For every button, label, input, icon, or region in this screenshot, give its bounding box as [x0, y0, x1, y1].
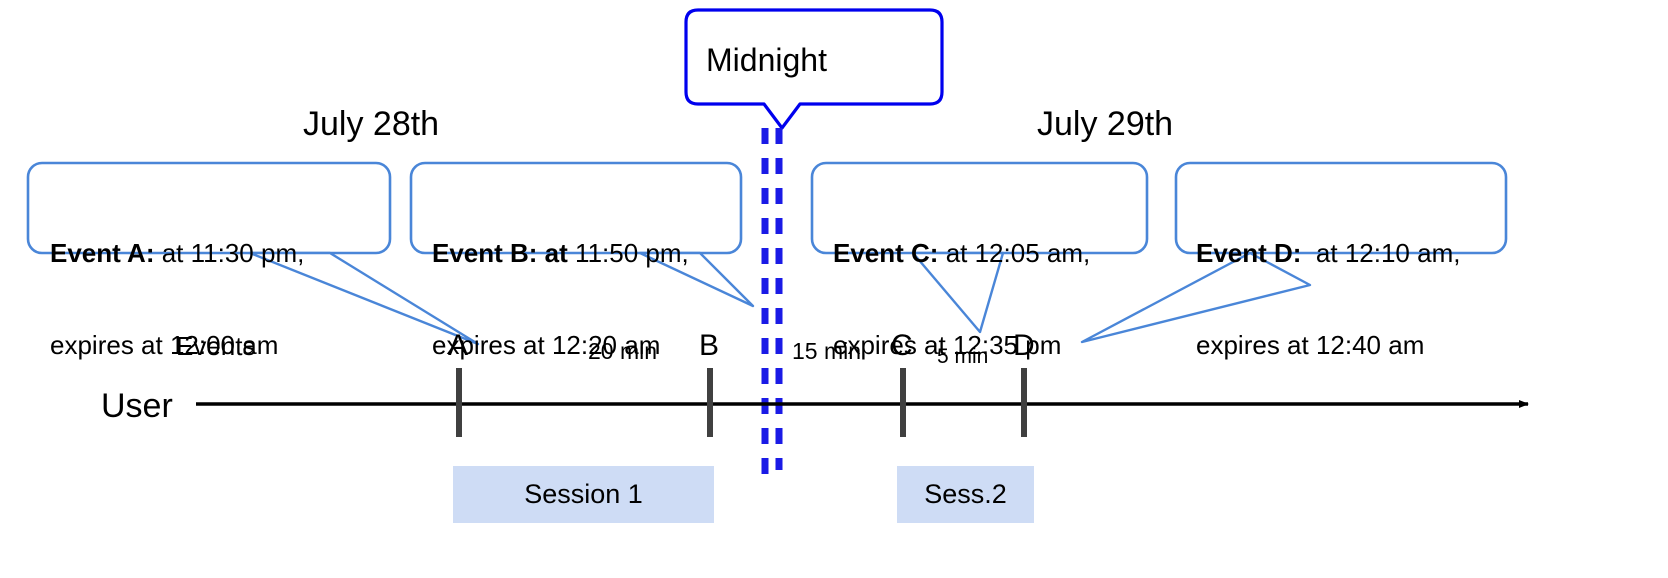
event-c-callout-text: Event C: at 12:05 am, expires at 12:35 p… — [833, 177, 1090, 422]
midnight-label: Midnight — [706, 42, 827, 78]
event-b-line1-rest: 11:50 pm, — [567, 238, 689, 269]
event-c-bold: Event C: — [833, 238, 939, 269]
event-c-callout-tail — [911, 251, 1005, 334]
event-c-line2: expires at 12:35 pm — [833, 330, 1062, 361]
event-b-callout-tail — [638, 251, 755, 308]
event-c-line1-rest: at 12:05 am, — [938, 238, 1091, 269]
event-d-line2: expires at 12:40 am — [1196, 330, 1425, 361]
tick-label-b: B — [699, 329, 720, 362]
gap-label-c-d: 5 min — [937, 345, 989, 368]
row-label-user: User — [101, 387, 173, 425]
session-box-2-label: Sess.2 — [924, 479, 1007, 509]
tick-label-d: D — [1013, 329, 1035, 362]
event-d-bold: Event D: — [1196, 238, 1302, 269]
gap-label-b-c: 15 min — [792, 338, 862, 364]
midnight-callout-shape — [684, 8, 944, 130]
event-d-callout-shape — [1174, 161, 1508, 255]
session-box-2: Sess.2 — [897, 466, 1034, 523]
event-b-bold: Event B: at — [432, 238, 568, 269]
row-label-events: Events — [176, 331, 256, 361]
event-b-line2: expires at 12:20 am — [432, 330, 661, 361]
event-d-callout-tail — [1080, 251, 1312, 344]
event-d-line1-rest: at 12:10 am, — [1301, 238, 1461, 269]
session-box-1: Session 1 — [453, 466, 714, 523]
date-label-july-29: July 29th — [1037, 105, 1174, 143]
gap-label-a-b: 20 min — [588, 338, 658, 364]
session-box-1-label: Session 1 — [524, 479, 643, 509]
event-b-callout-shape — [409, 161, 743, 255]
event-a-callout-shape — [26, 161, 392, 255]
date-label-july-28: July 28th — [303, 105, 440, 143]
event-a-line2: expires at 12:00 am — [50, 330, 279, 361]
event-a-bold: Event A: — [50, 238, 155, 269]
event-a-callout-text: Event A: at 11:30 pm, expires at 12:00 a… — [50, 177, 304, 422]
event-a-line1-rest: at 11:30 pm, — [154, 238, 305, 269]
event-a-callout-tail — [248, 251, 480, 346]
event-d-callout-text: Event D: at 12:10 am, expires at 12:40 a… — [1196, 177, 1460, 422]
event-b-callout-text: Event B: at 11:50 pm, expires at 12:20 a… — [432, 177, 689, 422]
tick-label-c: C — [891, 329, 913, 362]
tick-label-a: A — [448, 329, 469, 362]
